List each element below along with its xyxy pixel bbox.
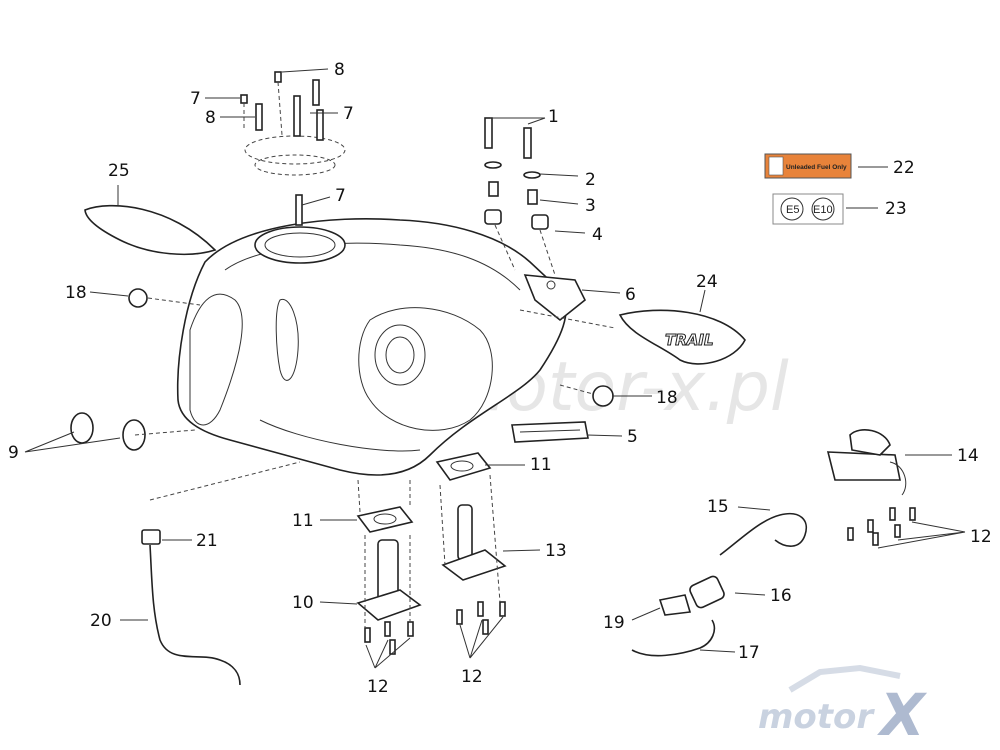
callout-16: 16	[770, 586, 792, 606]
callout-9: 9	[8, 443, 19, 463]
fuel-sticker: Unleaded Fuel Only	[764, 153, 852, 179]
cap-bolts	[240, 71, 324, 226]
fuel-filter-bracket	[826, 429, 907, 496]
fuel-hose-upper	[719, 513, 807, 556]
callout-23: 23	[885, 199, 907, 219]
callout-12-b: 12	[461, 667, 483, 687]
callout-22: 22	[893, 158, 915, 178]
brand-logo: motor X	[758, 664, 928, 749]
grommet-right	[592, 385, 614, 407]
breather-hose	[149, 544, 241, 686]
gasket-right	[435, 452, 492, 481]
callout-21: 21	[196, 531, 218, 551]
drain-nuts	[70, 412, 146, 451]
callout-18-b: 18	[656, 388, 678, 408]
trail-decal: TRAIL	[618, 309, 746, 365]
fuel-pump	[356, 539, 422, 621]
rubber-strip	[511, 421, 589, 443]
callout-13: 13	[545, 541, 567, 561]
breather-clip	[141, 529, 161, 545]
callout-6: 6	[625, 285, 636, 305]
decal-text: TRAIL	[665, 331, 714, 349]
callout-1: 1	[548, 107, 559, 127]
callout-14: 14	[957, 446, 979, 466]
fuel-sensor	[441, 504, 507, 581]
callout-10: 10	[292, 593, 314, 613]
callout-15: 15	[707, 497, 729, 517]
callout-19: 19	[603, 613, 625, 633]
callout-11-a: 11	[530, 455, 552, 475]
fuel-cap	[244, 135, 346, 176]
callout-4: 4	[592, 225, 603, 245]
callout-24: 24	[696, 272, 718, 292]
fuel-hose-lower	[631, 619, 716, 657]
e10-label: E10	[813, 204, 833, 216]
fuel-filter	[689, 575, 725, 609]
hose-clamp	[658, 594, 692, 616]
callout-12-a: 12	[367, 677, 389, 697]
ethanol-badge: E5 E10	[772, 193, 844, 225]
gasket-left	[356, 506, 414, 533]
e5-label: E5	[786, 204, 799, 216]
grommet-left	[128, 288, 148, 308]
callout-3: 3	[585, 196, 596, 216]
callout-7-a: 7	[190, 89, 201, 109]
callout-8-b: 8	[205, 108, 216, 128]
side-panel	[84, 204, 217, 256]
fuel-sticker-label: Unleaded Fuel Only	[786, 164, 847, 171]
callout-7-b: 7	[343, 104, 354, 124]
brand-text: motor	[758, 697, 875, 737]
callout-labels: 1 2 3 4 5 6 7 7 7 8 8 9 10 11 11 12 12 1…	[8, 60, 992, 697]
tank-mount-hardware	[484, 117, 556, 276]
callout-7-c: 7	[335, 186, 346, 206]
callout-2: 2	[585, 170, 596, 190]
screws	[364, 507, 916, 655]
brand-mark: X	[877, 681, 928, 749]
fuel-tank	[176, 218, 587, 476]
callout-11-b: 11	[292, 511, 314, 531]
callout-20: 20	[90, 611, 112, 631]
callout-25: 25	[108, 161, 130, 181]
callout-12-c: 12	[970, 527, 992, 547]
callout-17: 17	[738, 643, 760, 663]
callout-18-a: 18	[65, 283, 87, 303]
callout-8-a: 8	[334, 60, 345, 80]
leader-lines	[24, 68, 966, 669]
callout-5: 5	[627, 427, 638, 447]
